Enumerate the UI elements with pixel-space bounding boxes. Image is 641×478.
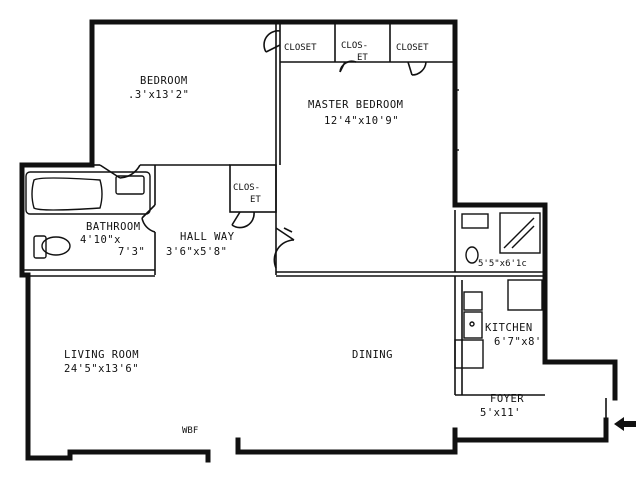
living-room-name: LIVING ROOM [64,349,139,361]
fixtures [25,89,543,369]
dining-name: DINING [352,349,393,361]
toilet [41,236,71,256]
bedroom-dims: .3'x13'2" [128,89,189,101]
living-room-dims: 24'5"x13'6" [64,363,139,375]
foyer-name: FOYER [490,393,524,405]
counter [454,339,484,369]
bedroom-name: BEDROOM [140,75,188,87]
bathroom-dims-2: 7'3" [118,246,145,258]
walls [19,19,618,463]
closet-3-label: CLOSET [396,43,429,53]
arrow-left-icon [614,417,636,431]
kitchen-dims: 6'7"x8' [494,336,542,348]
master-bedroom-name: MASTER BEDROOM [308,99,404,111]
master-bedroom-dims: 12'4"x10'9" [324,115,399,127]
bathroom-name: BATHROOM [86,221,141,233]
closet-2-label-a: CLOS- [341,41,368,51]
hall-closet-label-a: CLOS- [233,183,260,193]
labels: CLOSET CLOS- ET CLOSET BEDROOM .3'x13'2"… [64,41,542,436]
sink [463,291,483,311]
bathroom-dims-1: 4'10"x [80,234,121,246]
shower [499,212,541,254]
hall-closet-label-b: ET [250,195,261,205]
stove [507,279,543,311]
wbf-label: WBF [182,426,198,436]
doors [99,30,607,420]
hallway-dims: 3'6"x5'8" [166,246,227,258]
hallway-name: HALL WAY [180,231,235,243]
bathtub [25,171,151,215]
closet-2-label-b: ET [357,53,368,63]
closet-1-label: CLOSET [284,43,317,53]
kitchen-name: KITCHEN [485,322,533,334]
bath2-dims: 5'5"x6'1c [478,259,527,269]
foyer-dims: 5'x11' [480,407,521,419]
